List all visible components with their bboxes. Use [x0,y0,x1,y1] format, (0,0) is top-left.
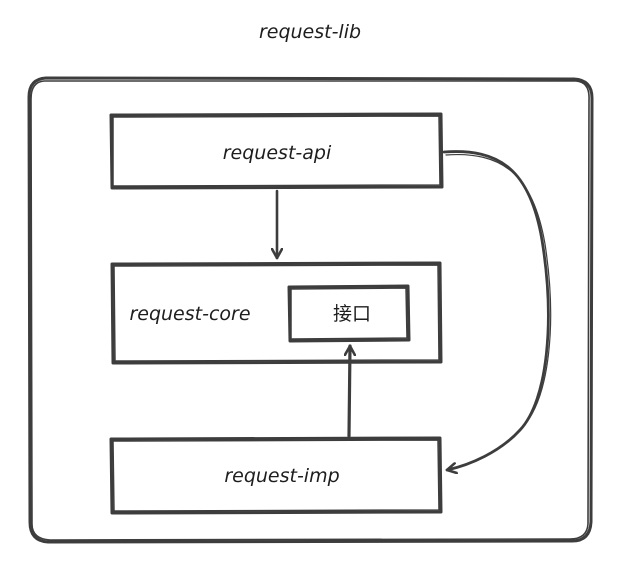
arrow-api-to-imp-sketch [445,153,552,429]
request-imp-box: request-imp [109,436,443,515]
request-api-label: request-api [223,142,332,164]
request-core-box: request-core [110,261,443,365]
request-lib-container [27,76,594,544]
request-api-box: request-api [109,112,444,190]
interface-box: 接口 [287,284,411,343]
arrow-imp-to-interface [349,344,350,438]
diagram-title: request-lib [259,21,361,43]
request-imp-label: request-imp [224,465,339,487]
arrow-api-to-imp [442,150,550,470]
request-core-label: request-core [129,303,250,325]
interface-label: 接口 [333,303,371,325]
